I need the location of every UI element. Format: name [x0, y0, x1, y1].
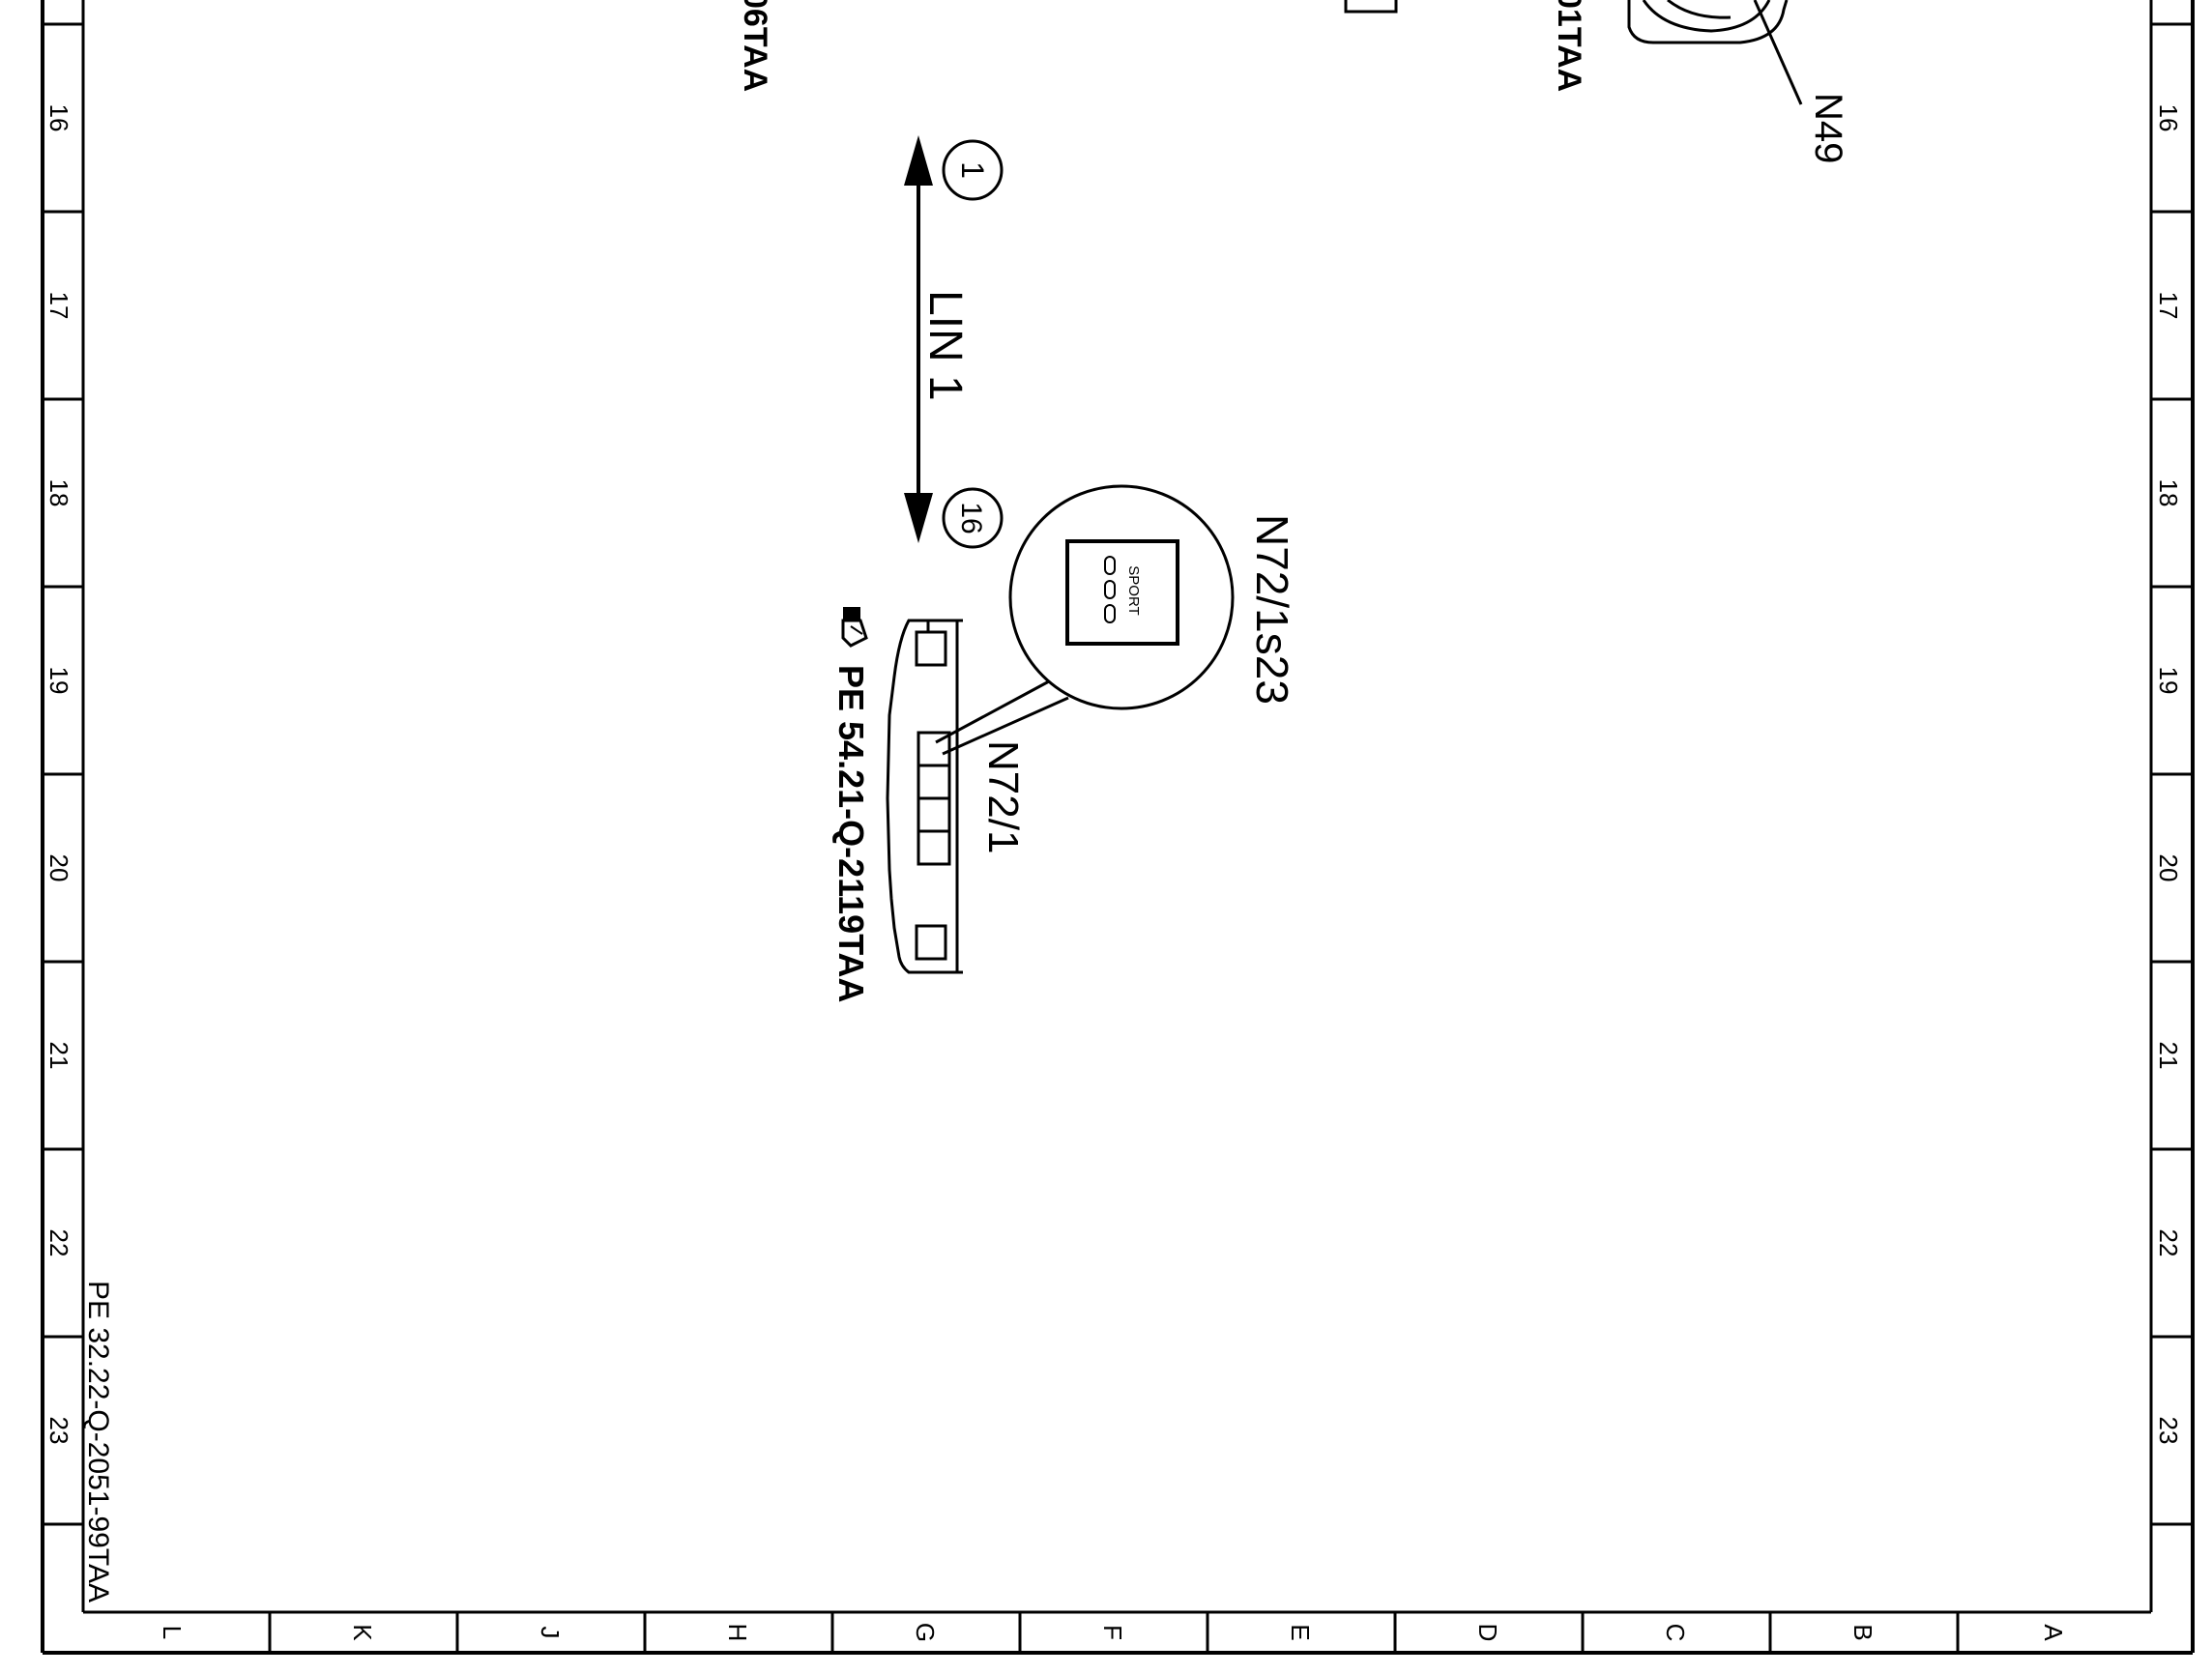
row-number: 20: [2154, 854, 2183, 882]
row-number: 21: [2154, 1042, 2183, 1070]
row-number: 20: [44, 854, 73, 882]
switch-detail-callout: SPORT: [935, 484, 1235, 756]
column-letter: D: [1473, 1624, 1502, 1642]
pin-end-label: 16: [955, 502, 987, 534]
column-letter: L: [158, 1626, 187, 1639]
row-number: 18: [2154, 479, 2183, 507]
n49-label: N49: [1807, 93, 1849, 163]
row-number: 17: [44, 292, 73, 320]
row-number: 22: [44, 1229, 73, 1257]
switch-led-icon: [1104, 556, 1116, 623]
n72-1-panel: [886, 619, 963, 974]
pointing-hand-icon: [841, 607, 868, 648]
row-number: 17: [2154, 292, 2183, 320]
row-number: 19: [2154, 667, 2183, 695]
column-letters: L K J H G F E D C B A: [158, 1623, 2068, 1642]
pin-end-marker: 16: [942, 487, 1004, 549]
n72-1s23-label: N72/1s23: [1247, 514, 1297, 705]
partial-ref-right: 01TAA: [1551, 0, 1587, 92]
column-letter: J: [536, 1627, 565, 1639]
row-number: 23: [44, 1417, 73, 1445]
row-number: 19: [44, 667, 73, 695]
row-number: 18: [44, 479, 73, 507]
pin-start-label: 1: [955, 161, 990, 179]
n49-component: [1627, 0, 1803, 105]
column-letter: C: [1661, 1624, 1690, 1642]
column-letter: G: [911, 1623, 940, 1642]
row-number: 16: [44, 104, 73, 132]
column-grid-ticks: [268, 1612, 1960, 1653]
column-letter: E: [1286, 1624, 1315, 1640]
row-number: 21: [44, 1042, 73, 1070]
switch-text: SPORT: [1125, 565, 1142, 615]
row-number: 23: [2154, 1417, 2183, 1445]
column-letter: K: [348, 1624, 377, 1641]
partial-component-box: [1344, 0, 1398, 14]
row-grid-ticks: [43, 22, 2193, 1526]
sport-switch: [1065, 539, 1179, 646]
sheet-code: PE 32.22-Q-2051-99TAA: [82, 1281, 114, 1602]
row-number: 22: [2154, 1229, 2183, 1257]
column-letter: H: [723, 1624, 752, 1642]
column-letter: F: [1098, 1625, 1127, 1640]
row-numbers-right: 16 17 18 19 20 21 22 23: [2154, 104, 2183, 1445]
page-reference: PE 54.21-Q-2119TAA: [831, 665, 871, 1003]
n72-1-label: N72/1: [979, 740, 1027, 853]
lin-bus-label: LIN 1: [919, 290, 971, 401]
column-letter: B: [1848, 1624, 1877, 1640]
row-numbers-left: 16 17 18 19 20 21 22 23: [44, 104, 73, 1445]
column-letter: A: [2039, 1624, 2068, 1641]
sheet-border: [41, 0, 2195, 1655]
pin-start-marker: 1: [942, 139, 1004, 201]
partial-ref-left: 06TAA: [737, 0, 773, 92]
row-number: 16: [2154, 104, 2183, 132]
lin-bus-arrow: [904, 135, 933, 543]
